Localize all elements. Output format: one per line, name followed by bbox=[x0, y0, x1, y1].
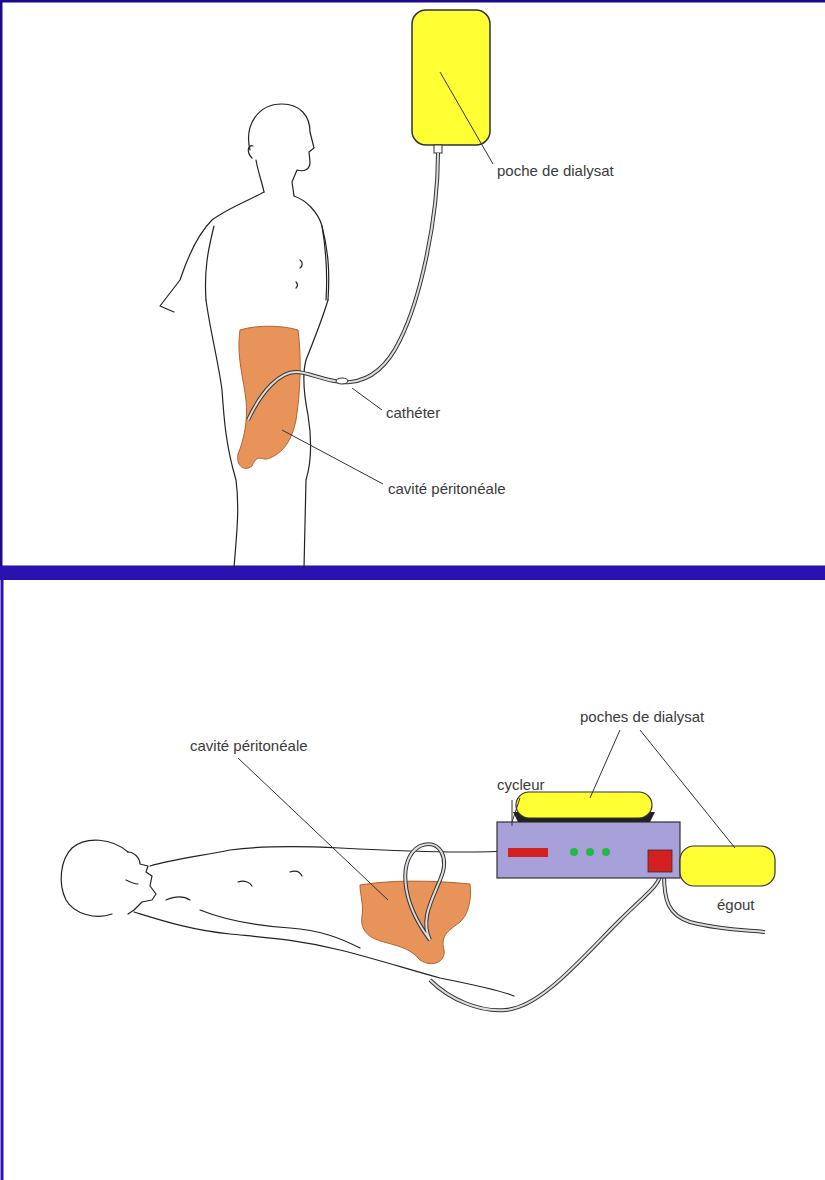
bag-label: poche de dialysat bbox=[497, 162, 614, 180]
drain-label: égout bbox=[717, 896, 755, 914]
cavity-label: cavité péritonéale bbox=[388, 480, 506, 498]
cavity-label: cavité péritonéale bbox=[190, 737, 308, 755]
catheter-label: cathéter bbox=[386, 404, 440, 422]
bags-label: poches de dialysat bbox=[580, 708, 704, 726]
cycler-label: cycleur bbox=[497, 776, 545, 794]
